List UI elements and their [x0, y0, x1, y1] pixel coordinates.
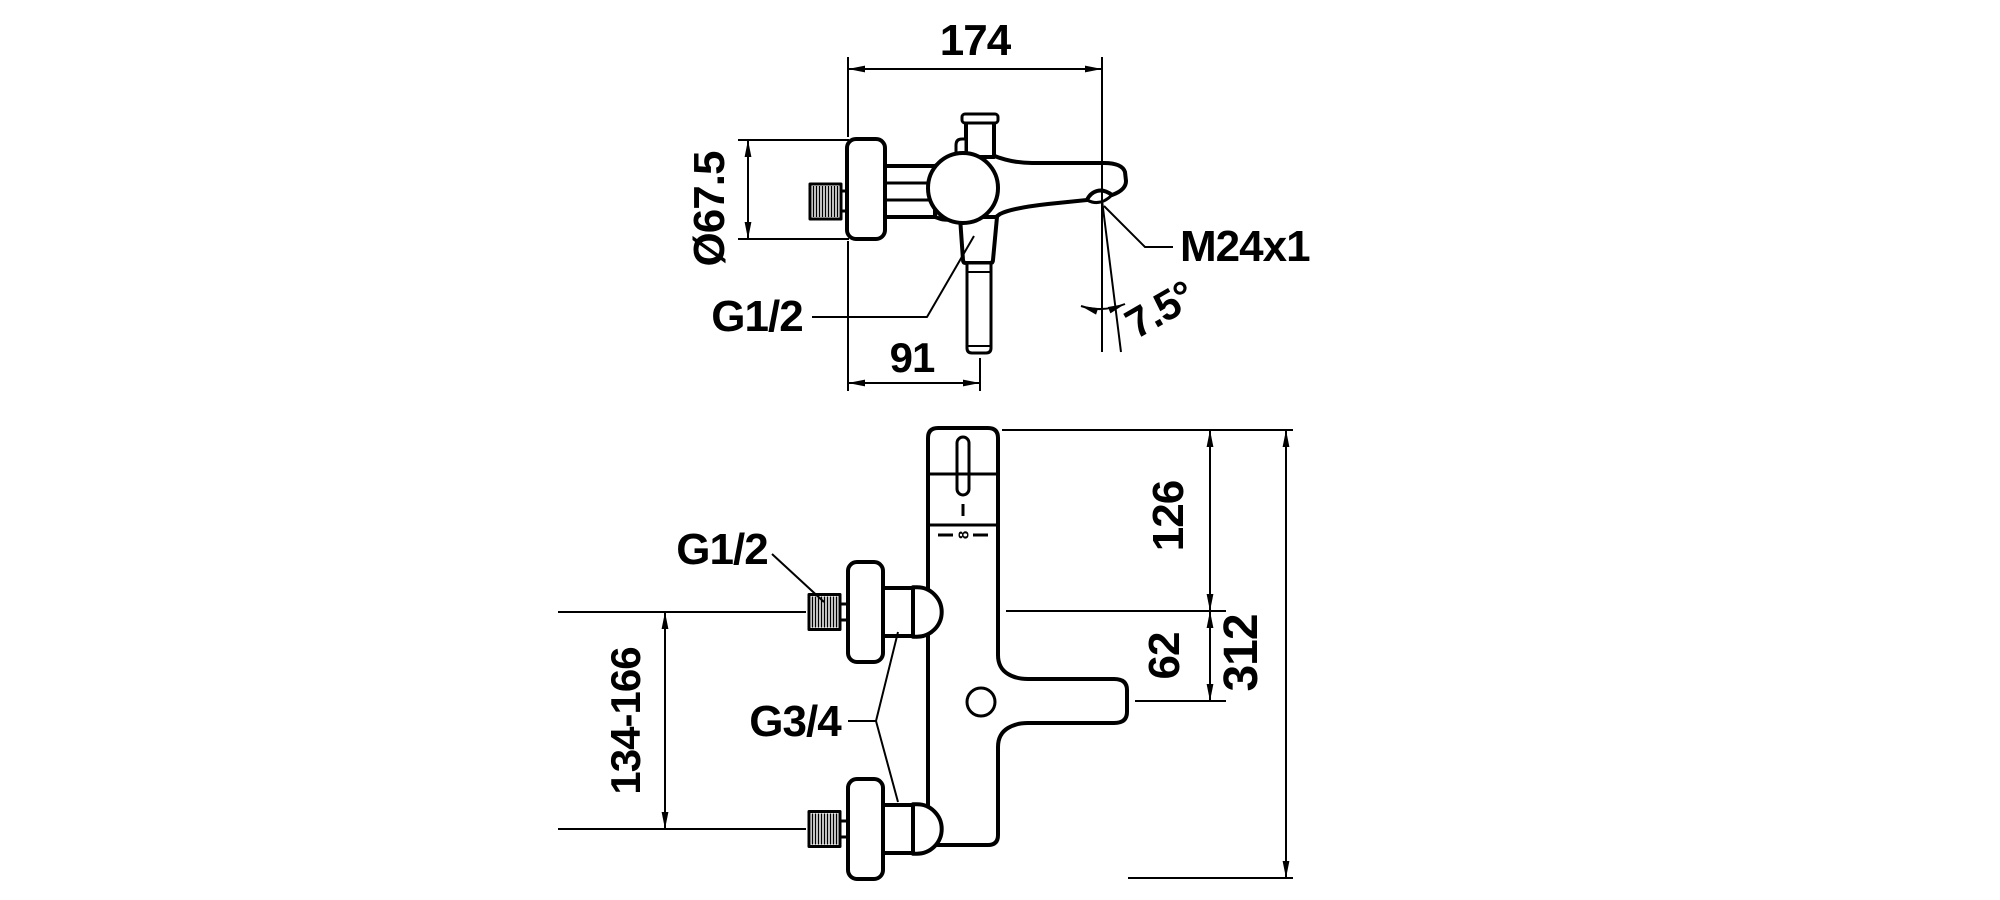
inlet-union-top [807, 560, 944, 664]
handshower-hole-front [965, 686, 997, 718]
front-view: 8 [558, 426, 1293, 881]
dim-diameter-67-5-label: Ø67.5 [685, 151, 734, 266]
thread-g12-front-label: G1/2 [676, 525, 767, 574]
leader-g12-front [771, 553, 825, 603]
temperature-lever-slot [955, 435, 971, 497]
handle-circle-side [926, 151, 1000, 225]
knob-nub [954, 137, 968, 157]
side-view: 174 Ø67.5 G1/2 91 M24x1 7.5° [685, 16, 1311, 391]
dim-134-166-label: 134-166 [602, 647, 649, 794]
escutcheon-side [845, 137, 887, 241]
leader-m24x1 [1103, 205, 1173, 248]
extension-lines-front [558, 429, 1293, 879]
leader-g12-side [812, 235, 975, 318]
temperature-mark-38: 8 [938, 531, 988, 539]
thread-g34-label: G3/4 [749, 697, 842, 746]
handshower-outlet-pipe [958, 215, 999, 355]
knurl-hatching-top [811, 596, 838, 628]
thread-g12-side-label: G1/2 [711, 292, 802, 341]
angle-slant-line [1101, 199, 1122, 353]
dim-312-label: 312 [1215, 614, 1268, 691]
thread-m24x1-label: M24x1 [1180, 222, 1310, 271]
angle-7-5-label: 7.5° [1117, 271, 1202, 347]
dim-62-label: 62 [1140, 633, 1189, 680]
dim-91-label: 91 [890, 334, 935, 381]
knurl-hatching-bottom [811, 813, 838, 845]
knurled-screw-side [808, 182, 843, 221]
angle-arc-7-5 [1080, 303, 1126, 315]
temperature-mark-label: 8 [955, 531, 972, 539]
knurl-hatching [812, 186, 839, 217]
dim-174-label: 174 [940, 16, 1012, 65]
leader-g34 [848, 631, 899, 803]
inlet-union-bottom [807, 777, 944, 881]
dim-126-label: 126 [1144, 481, 1193, 551]
diverter-knob [954, 112, 1000, 159]
aerator-notch [1086, 193, 1114, 205]
